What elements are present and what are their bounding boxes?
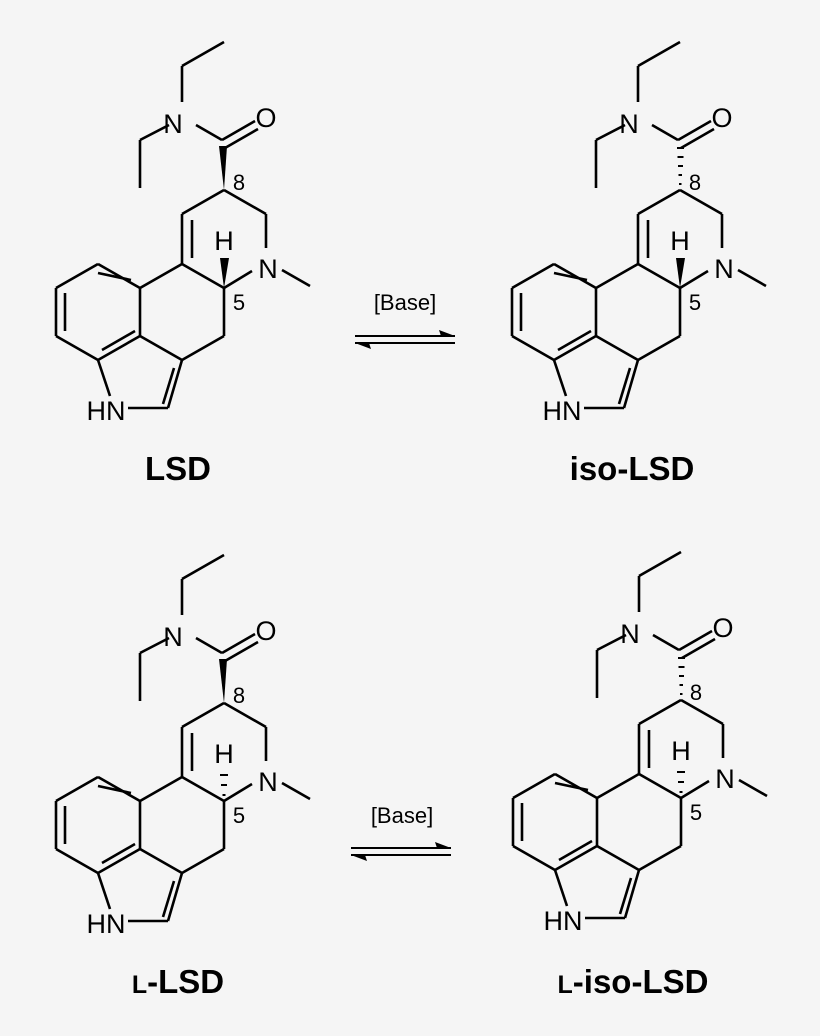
label-l-lsd: L-LSD — [132, 963, 224, 1000]
molecule-l-iso-lsd: L-iso-LSD — [511, 550, 769, 1000]
condition-base-top: [Base] — [374, 290, 436, 315]
wedge-bond-c5-h — [220, 258, 229, 288]
condition-base-bottom: [Base] — [371, 803, 433, 828]
label-iso-lsd: iso-LSD — [570, 450, 695, 487]
molecule-lsd: LSD — [54, 40, 312, 487]
molecule-l-lsd: L-LSD — [54, 553, 312, 1000]
label-l-iso-lsd: L-iso-LSD — [558, 963, 709, 1000]
hash-bond-c8 — [677, 657, 686, 695]
wedge-bond-c8 — [219, 659, 227, 703]
hash-bond-c8 — [676, 147, 685, 185]
wedge-bond-c8 — [219, 146, 227, 190]
label-lsd: LSD — [145, 450, 211, 487]
hash-bond-c5-h — [219, 774, 229, 796]
wedge-bond-c5-h — [676, 258, 685, 288]
equilibrium-arrow-top: [Base] — [354, 290, 456, 350]
equilibrium-arrow-bottom: [Base] — [350, 803, 452, 862]
hash-bond-c5-h — [676, 771, 686, 793]
molecule-iso-lsd: iso-LSD — [510, 40, 768, 487]
